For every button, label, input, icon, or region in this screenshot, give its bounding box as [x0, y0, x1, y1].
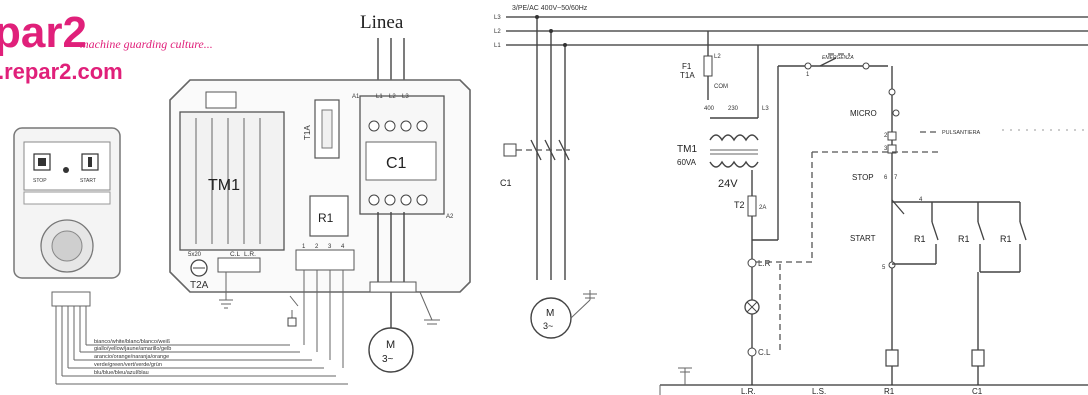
indicator-light-icon	[63, 167, 69, 173]
bottom-label-r1: R1	[884, 387, 895, 395]
fuse-f1: F1 T1A L2 L3 COM	[680, 31, 769, 112]
node-4: 4	[919, 197, 923, 203]
left-relay-label: R1	[318, 211, 334, 225]
relay-r1: R1	[309, 195, 349, 237]
contactor-coil-c1	[971, 349, 985, 367]
cable-color-blue: blu/blue/bleu/azul/blau	[94, 370, 149, 376]
fuse-terminal-l2: L2	[714, 54, 721, 60]
supply-label: Linea	[360, 12, 404, 33]
line-l3-label: L3	[494, 15, 501, 21]
contactor-terminal-l1: L1	[376, 94, 383, 100]
contactor-c1: A1 L1 L2 L3 C1 A2	[352, 94, 454, 220]
contactor-terminal-a2: A2	[446, 214, 454, 220]
fuse-terminal-l3: L3	[762, 106, 769, 112]
pushbutton-label: PULSANTIERA	[942, 130, 981, 136]
right-fuse2-rating: 2A	[759, 205, 766, 211]
cable-color-white: bianco/white/blanc/blanco/weiß	[94, 339, 171, 345]
control-transformer-tm1: 400 230 TM1 60VA 24V	[677, 45, 759, 190]
bottom-label-c1: C1	[972, 387, 983, 395]
contactor-terminal-l3: L3	[402, 94, 409, 100]
left-fuse-label: T1A	[303, 125, 312, 140]
node-5: 5	[882, 265, 886, 271]
fuse-t2a: 5x20 T2A	[188, 252, 209, 291]
relay-contact-1: R1	[914, 234, 926, 244]
tap-400: 400	[704, 106, 715, 112]
tap-230: 230	[728, 106, 739, 112]
right-motor-icon: M 3~	[530, 290, 597, 339]
right-fuse2-label: T2	[734, 200, 745, 210]
bottom-label-lr: L.R.	[741, 387, 756, 395]
right-fuse-rating: T1A	[680, 71, 695, 80]
start-label: START	[850, 234, 876, 243]
node-7: 7	[894, 175, 898, 181]
relay-coil-r1	[885, 349, 899, 367]
contactor-terminal-l2: L2	[389, 94, 396, 100]
left-panel: par2 machine guarding culture... .repar2…	[0, 8, 471, 385]
line-l2-label: L2	[494, 29, 501, 35]
lamp-icon	[744, 299, 760, 315]
terminal-cl-label: C.L	[758, 348, 771, 357]
left-terminal-cl: C.L	[230, 251, 241, 258]
transformer-tm1: TM1	[179, 91, 285, 251]
left-contactor-label: C1	[386, 155, 407, 172]
line-l1-label: L1	[494, 43, 501, 49]
micro-label: MICRO	[850, 109, 877, 118]
right-motor-label: M	[546, 308, 554, 319]
relay-terminal-block: 1 2 3 4	[295, 244, 355, 368]
pendant-stop-label: STOP	[33, 178, 47, 184]
emergency-label: EMERGENZA	[822, 55, 854, 61]
fuse-t1a: T1A	[303, 99, 340, 159]
com-label: COM	[714, 84, 728, 90]
contactor-terminal-a1: A1	[352, 94, 360, 100]
pendant-cable: bianco/white/blanc/blanco/weiß giallo/ye…	[51, 291, 348, 385]
logo-tagline: machine guarding culture...	[80, 37, 213, 51]
emergency-stop-icon: EMERGENZA	[819, 53, 854, 67]
terminal-strip: C.L L.R.	[217, 251, 261, 309]
node-3: 3	[884, 146, 888, 152]
transformer-power: 60VA	[677, 158, 697, 167]
pendant-control: STOP START	[13, 127, 121, 279]
left-motor-label: M	[386, 339, 395, 351]
cable-color-yellow: giallo/yellow/jaune/amarillo/gelb	[94, 346, 171, 352]
right-panel: 3/PE/AC 400V~50/60Hz L3 L2 L1 C1 M 3~	[494, 5, 1088, 395]
bottom-label-ls: L.S.	[812, 387, 826, 395]
relay-terminal-3: 3	[328, 244, 332, 250]
node-2: 2	[884, 133, 888, 139]
limit-switch-icon	[287, 295, 299, 327]
logo-url: .repar2.com	[0, 59, 123, 84]
relay-terminal-2: 2	[315, 244, 319, 250]
logo-main: par2	[0, 8, 87, 57]
left-transformer-label: TM1	[208, 177, 240, 194]
relay-terminal-1: 1	[302, 244, 306, 250]
cable-color-green: verde/green/vert/verde/grün	[94, 362, 162, 368]
right-fuse-label: F1	[682, 62, 692, 71]
left-motor-sub: 3~	[382, 354, 394, 365]
relay-contact-2: R1	[958, 234, 970, 244]
node-1: 1	[806, 72, 810, 78]
left-fuse2-value: 5x20	[188, 252, 202, 258]
supply-header: 3/PE/AC 400V~50/60Hz	[512, 5, 588, 12]
right-transformer-label: TM1	[677, 144, 697, 155]
terminal-lr-label: L.R	[758, 259, 771, 268]
cable-color-orange: arancio/orange/naranja/orange	[94, 354, 169, 360]
power-contacts-c1: C1	[500, 139, 570, 188]
relay-contact-3: R1	[1000, 234, 1012, 244]
secondary-voltage: 24V	[718, 178, 738, 190]
left-terminal-lr: L.R.	[244, 251, 256, 258]
relay-terminal-4: 4	[341, 244, 345, 250]
right-motor-sub: 3~	[543, 321, 553, 331]
node-6: 6	[884, 175, 888, 181]
left-fuse2-label: T2A	[190, 280, 209, 291]
pendant-start-label: START	[80, 178, 96, 184]
left-motor-icon: M 3~	[368, 327, 414, 373]
stop-label: STOP	[852, 173, 874, 182]
power-contactor-label: C1	[500, 178, 512, 188]
